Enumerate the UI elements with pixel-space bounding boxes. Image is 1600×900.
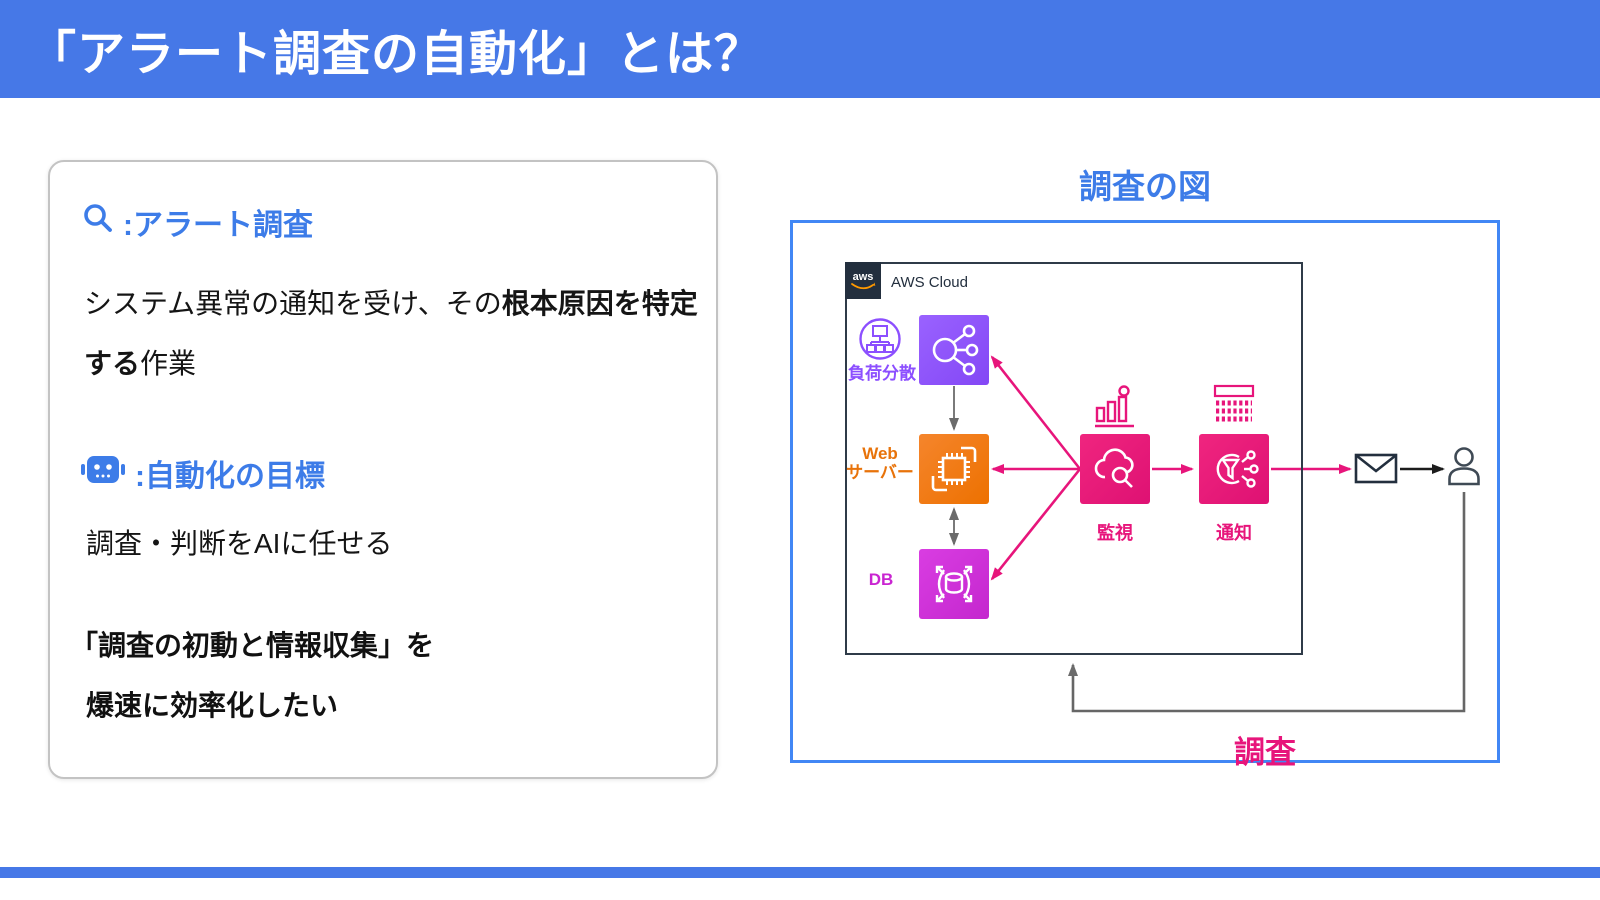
diagram-arrows <box>949 355 1480 713</box>
database-node-label: DB <box>868 570 894 589</box>
aws-cloud-box: aws AWS Cloud <box>845 262 1303 655</box>
web-server-label-line1: Web <box>862 444 898 463</box>
page-title: 「アラート調査の自動化」とは？ <box>28 28 764 81</box>
metrics-chart-icon <box>1094 384 1136 433</box>
email-icon <box>1354 453 1398 484</box>
aws-logo: aws <box>845 262 881 299</box>
ec2-icon <box>931 446 977 492</box>
footer-accent-bar <box>0 867 1600 878</box>
aws-logo-text: aws <box>853 271 874 283</box>
investigation-diagram: aws AWS Cloud <box>790 220 1500 770</box>
web-server-node <box>919 434 989 504</box>
monitoring-node <box>1080 434 1150 504</box>
magnifier-icon <box>82 202 114 242</box>
elb-node-label: 負荷分散 <box>848 364 916 383</box>
definition-card: :アラート調査 システム異常の通知を受け、その根本原因を特定する作業 :自動化の… <box>48 160 718 779</box>
load-balancer-icon <box>858 317 902 366</box>
arrow-monitor-to-elb <box>990 355 1082 470</box>
web-server-node-label: Web サーバー <box>846 444 914 482</box>
goal-statement-line2: 爆速に効率化したい <box>86 690 339 721</box>
automation-goal-description: 調査・判断をAIに任せる <box>86 528 393 559</box>
alert-investigation-heading-label: :アラート調査 <box>123 209 313 242</box>
elb-node <box>919 315 989 385</box>
cloudwatch-icon <box>1094 448 1134 488</box>
event-table-icon <box>1212 384 1256 429</box>
person-icon <box>1448 447 1480 486</box>
notification-icon <box>1216 450 1259 488</box>
web-server-label-line2: サーバー <box>846 463 914 482</box>
database-icon <box>935 565 973 603</box>
description-bold-text: 根本原因を特定する <box>84 288 698 379</box>
robot-icon <box>80 450 126 496</box>
description-text: システム異常の通知を受け、その <box>84 288 502 319</box>
notification-node-label: 通知 <box>1216 523 1252 543</box>
monitoring-node-label: 監視 <box>1097 523 1133 543</box>
database-node <box>919 549 989 619</box>
diagram-title: 調査の図 <box>1079 168 1211 205</box>
elb-icon <box>932 324 979 376</box>
notification-node <box>1199 434 1269 504</box>
automation-goal-heading-label: :自動化の目標 <box>135 460 325 493</box>
aws-cloud-label: AWS Cloud <box>891 274 968 291</box>
description-tail-text: 作業 <box>140 348 197 379</box>
investigation-loop-label: 調査 <box>1234 735 1296 770</box>
goal-statement-line1: 「調査の初動と情報収集」を <box>70 630 435 661</box>
arrow-monitor-to-db <box>990 468 1082 581</box>
slide-header: 「アラート調査の自動化」とは？ <box>0 0 1600 98</box>
alert-investigation-heading: :アラート調査 <box>82 200 313 244</box>
automation-goal-heading: :自動化の目標 <box>80 450 325 496</box>
alert-investigation-description: システム異常の通知を受け、その根本原因を特定する作業 <box>84 274 700 394</box>
arrow-investigation-loop <box>1068 492 1466 713</box>
